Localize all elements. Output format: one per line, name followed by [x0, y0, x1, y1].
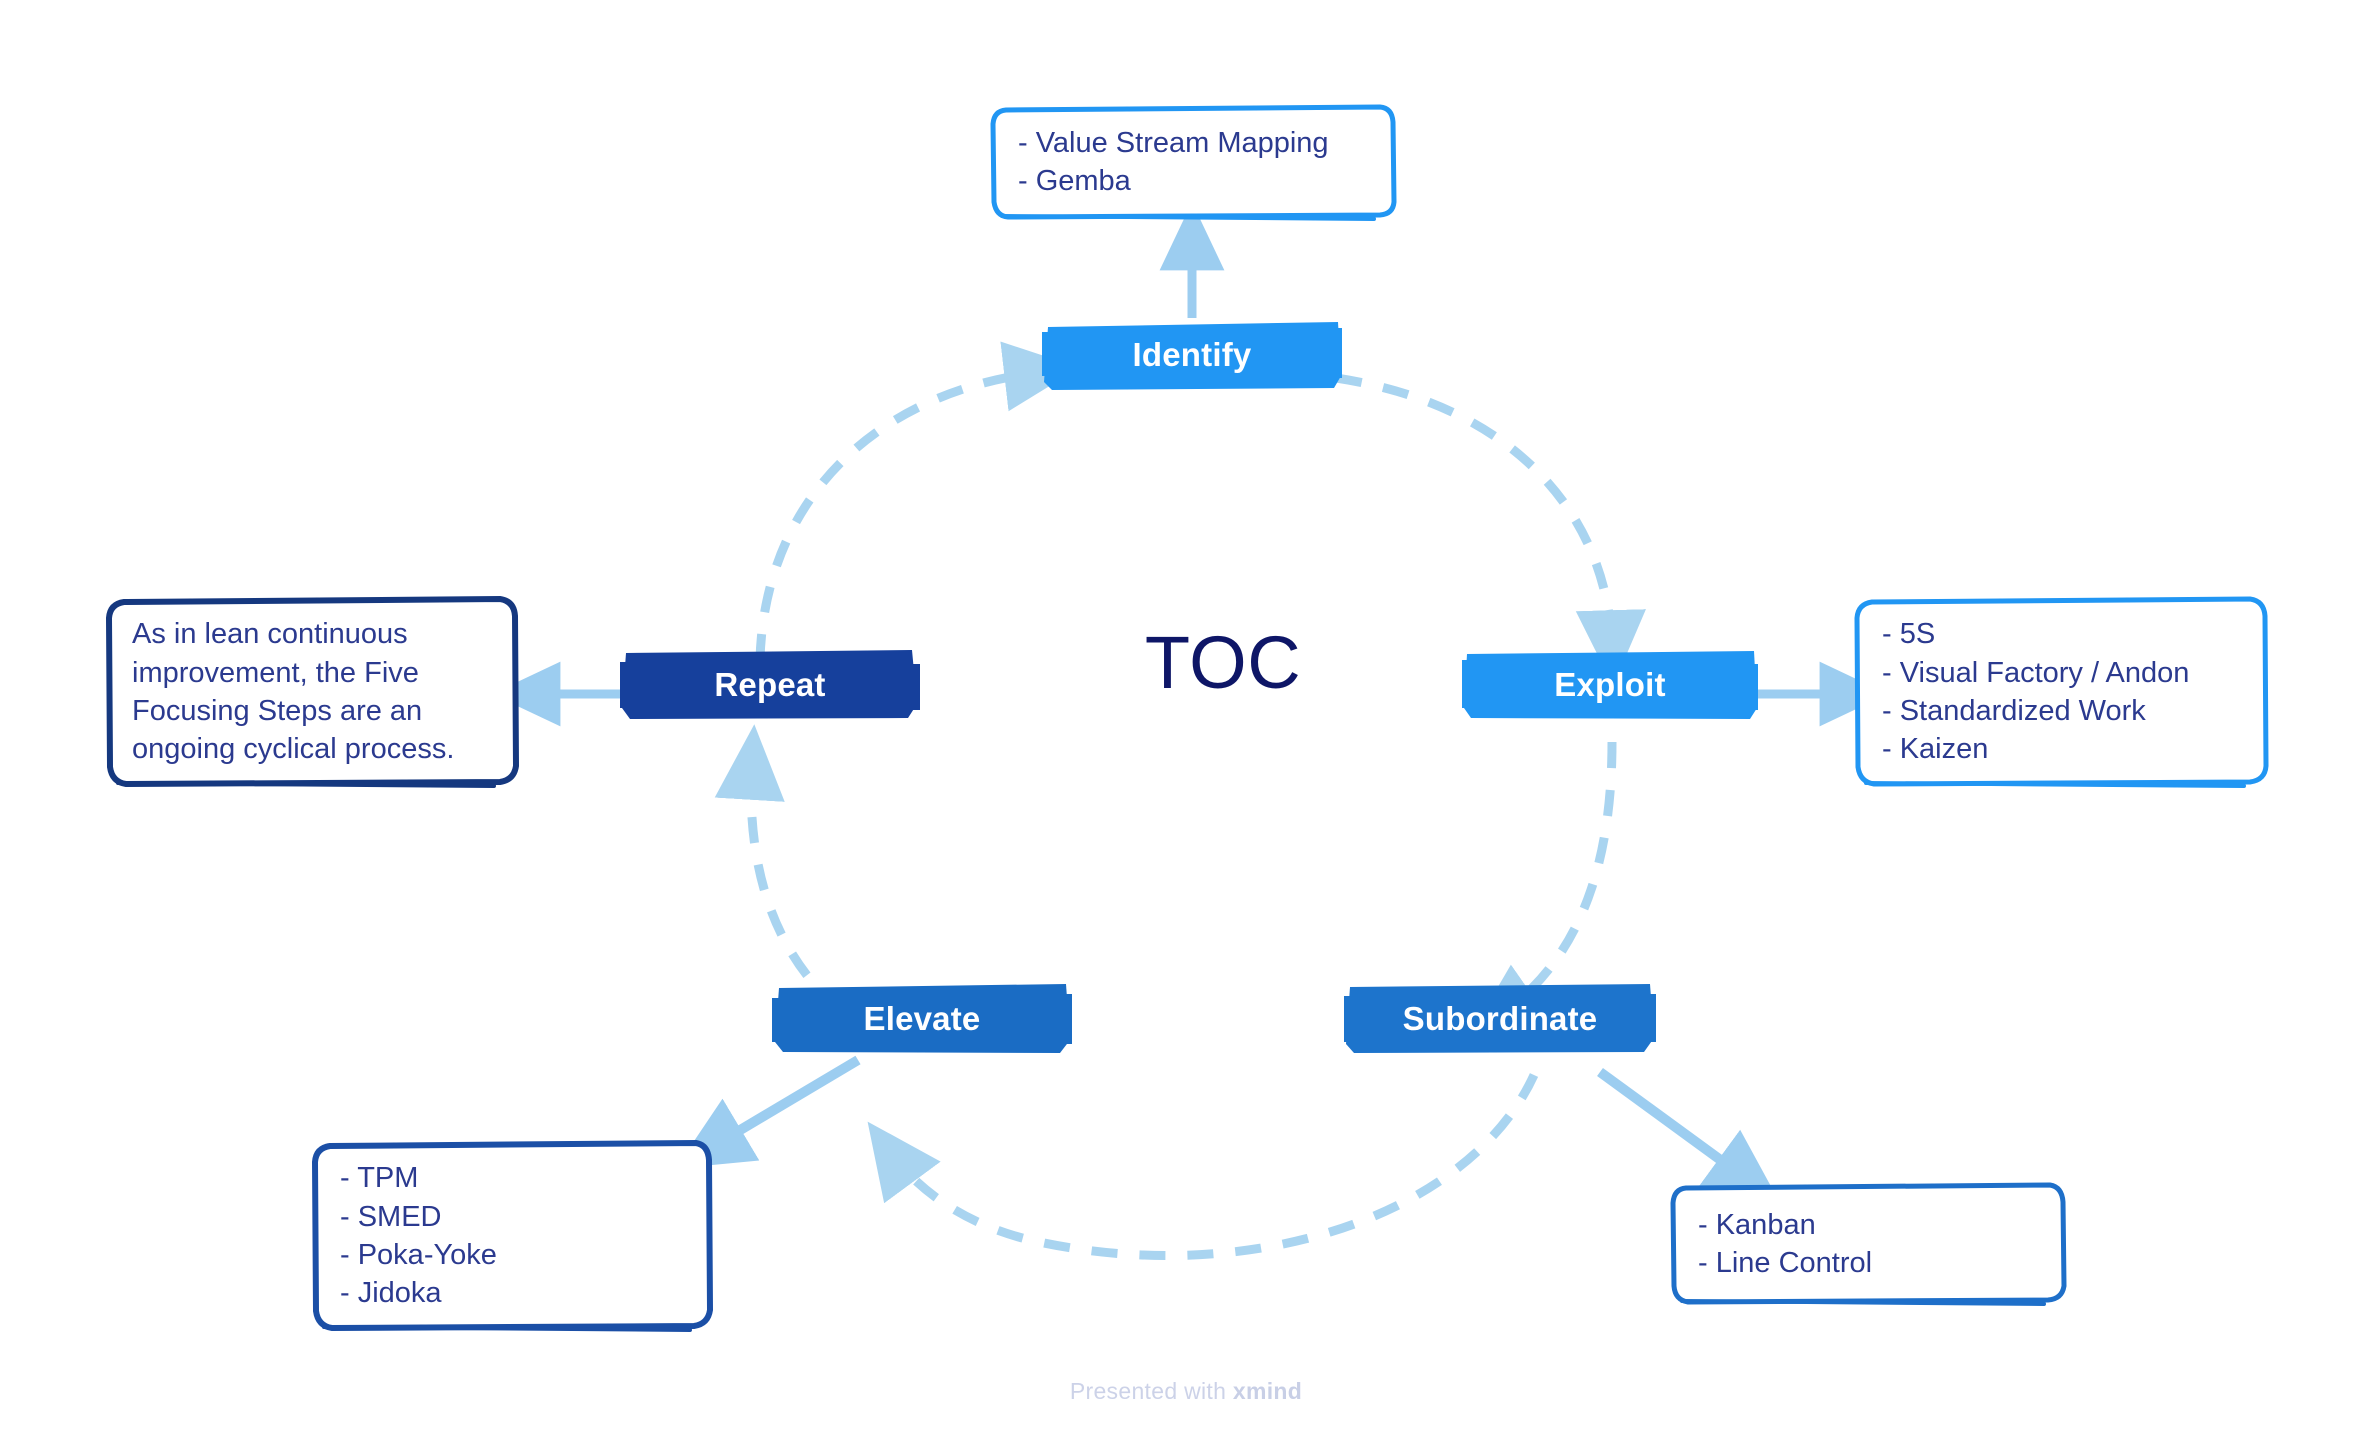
- connector-elevate-to-callout: [675, 1055, 861, 1169]
- callout-body: As in lean continuous improvement, the F…: [104, 615, 520, 768]
- callout-line: - Jidoka: [340, 1277, 442, 1310]
- callout-body: - 5S - Visual Factory / Andon - Standard…: [1852, 615, 2270, 768]
- node-label: Repeat: [714, 666, 826, 703]
- node-brush-shape: [1344, 984, 1656, 1053]
- callout-line: - TPM: [340, 1162, 419, 1195]
- arc-identify-to-exploit: [1335, 373, 1646, 686]
- node-repeat[interactable]: Repeat: [620, 648, 920, 722]
- node-label: Elevate: [863, 1000, 981, 1037]
- callout-line: - Visual Factory / Andon: [1882, 656, 2190, 689]
- callout-line: - Line Control: [1698, 1247, 1873, 1279]
- connector-subordinate-to-callout: [1597, 1067, 1781, 1204]
- callout-line: - Value Stream Mapping: [1018, 126, 1329, 159]
- callout-line: - 5S: [1882, 618, 1936, 651]
- node-brush-shape: [1042, 322, 1342, 390]
- arc-repeat-to-identify: [755, 341, 1080, 661]
- node-label: Identify: [1132, 336, 1252, 373]
- callout-sketch-border: [1854, 596, 2269, 788]
- node-label: Exploit: [1554, 666, 1666, 703]
- footer-credit: Presented with xmind: [0, 1378, 2372, 1405]
- callout-elevate[interactable]: - TPM - SMED - Poka-Yoke - Jidoka: [310, 1138, 714, 1334]
- center-label: TOC: [1144, 621, 1302, 704]
- callout-line: - Standardized Work: [1882, 695, 2146, 727]
- callout-subordinate[interactable]: - Kanban - Line Control: [1668, 1180, 2068, 1308]
- callout-line: - SMED: [340, 1200, 442, 1233]
- node-exploit[interactable]: Exploit: [1462, 648, 1758, 722]
- callout-repeat[interactable]: As in lean continuous improvement, the F…: [104, 594, 520, 790]
- callout-line: - Poka-Yoke: [340, 1239, 497, 1271]
- callout-line: - Gemba: [1018, 165, 1131, 197]
- node-label: Subordinate: [1402, 1000, 1598, 1037]
- callout-body: - TPM - SMED - Poka-Yoke - Jidoka: [310, 1159, 714, 1312]
- callout-sketch-border: [1670, 1182, 2067, 1306]
- arc-exploit-to-subordinate: [1469, 741, 1617, 1037]
- callout-sketch-border: [106, 596, 519, 788]
- arc-elevate-to-repeat: [714, 724, 843, 1014]
- node-brush-shape: [1462, 651, 1758, 719]
- callout-sketch-border: [990, 104, 1397, 221]
- callout-body: - Value Stream Mapping - Gemba: [988, 124, 1398, 201]
- callout-line: As in lean continuous improvement, the F…: [132, 618, 455, 766]
- footer-prefix: Presented with: [1069, 1378, 1233, 1404]
- arc-subordinate-to-elevate: [867, 1073, 1539, 1260]
- node-brush-shape: [772, 984, 1072, 1053]
- node-elevate[interactable]: Elevate: [772, 982, 1072, 1056]
- node-brush-shape: [620, 650, 920, 719]
- callout-identify[interactable]: - Value Stream Mapping - Gemba: [988, 102, 1398, 222]
- node-subordinate[interactable]: Subordinate: [1344, 982, 1656, 1056]
- footer-brand: xmind: [1232, 1378, 1303, 1404]
- callout-line: - Kanban: [1698, 1208, 1816, 1241]
- callout-exploit[interactable]: - 5S - Visual Factory / Andon - Standard…: [1852, 594, 2270, 790]
- callout-sketch-border: [312, 1140, 713, 1332]
- callout-line: - Kaizen: [1882, 733, 1989, 766]
- callout-body: - Kanban - Line Control: [1668, 1206, 2068, 1283]
- node-identify[interactable]: Identify: [1042, 318, 1342, 392]
